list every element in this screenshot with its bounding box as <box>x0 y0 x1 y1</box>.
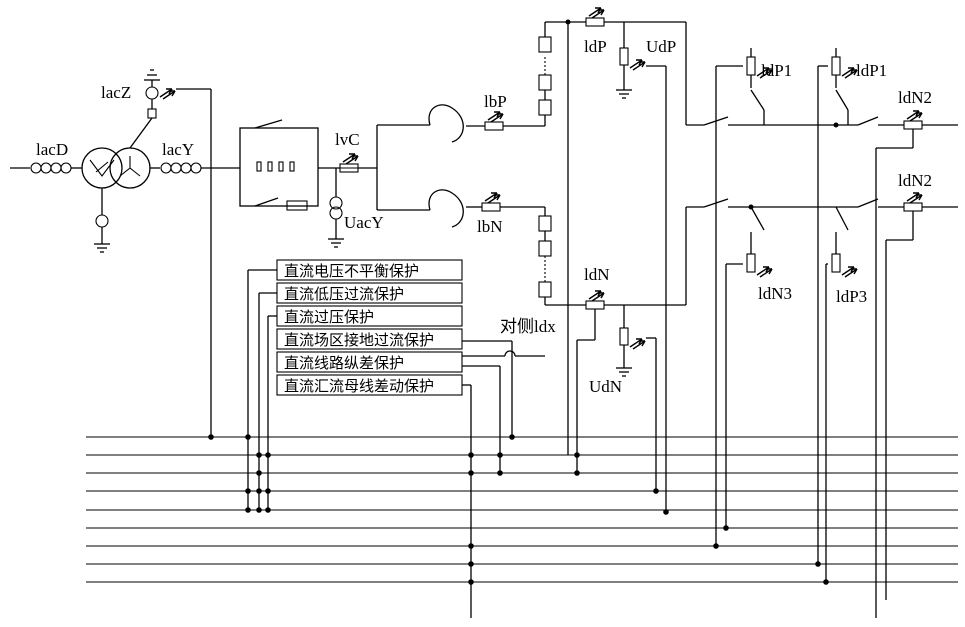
protection-label: 直流过压保护 <box>284 309 374 326</box>
label-iac-d: lacD <box>36 140 68 159</box>
label-idx: 对侧ldx <box>500 317 556 336</box>
filter-negative <box>538 207 586 306</box>
protection-label: 直流低压过流保护 <box>284 286 404 303</box>
label-idp1-left: ldP1 <box>761 61 792 80</box>
ct-iac-y <box>160 162 202 174</box>
protection-list: 直流电压不平衡保护 直流低压过流保护 直流过压保护 直流场区接地过流保护 直流线… <box>247 259 556 618</box>
label-idp: ldP <box>584 37 607 56</box>
protection-box-6: 直流汇流母线差动保护 <box>276 374 463 396</box>
protection-box-3: 直流过压保护 <box>276 305 463 327</box>
label-ibn: lbN <box>477 217 503 236</box>
ct-iac-d <box>30 162 72 174</box>
signal-buses <box>86 434 958 585</box>
converter-transformer <box>81 147 151 189</box>
dc-poles: lbP lbN <box>376 21 586 306</box>
label-idp1-right: ldP1 <box>856 61 887 80</box>
protection-label: 直流线路纵差保护 <box>284 355 404 372</box>
protection-box-2: 直流低压过流保护 <box>276 282 463 304</box>
protection-label: 直流汇流母线差动保护 <box>284 378 434 395</box>
label-idn3: ldN3 <box>758 284 792 303</box>
label-ivc: lvC <box>335 130 360 149</box>
protection-box-4: 直流场区接地过流保护 <box>276 328 463 350</box>
label-idp3: ldP3 <box>836 287 867 306</box>
label-idn2-top: ldN2 <box>898 88 932 107</box>
protection-label: 直流场区接地过流保护 <box>284 332 434 349</box>
label-iac-y: lacY <box>162 140 194 159</box>
label-uac-y: UacY <box>344 213 384 232</box>
protection-box-5: 直流线路纵差保护 <box>276 351 463 373</box>
dc-line-section: ldP UdP ldN UdN <box>565 7 958 618</box>
label-iac-z: lacZ <box>101 83 131 102</box>
protection-box-1: 直流电压不平衡保护 <box>276 259 463 281</box>
protection-label: 直流电压不平衡保护 <box>284 263 419 280</box>
label-ibp: lbP <box>484 92 507 111</box>
ac-input-section: lacD lacY lacZ <box>10 69 240 440</box>
filter-positive <box>538 21 568 126</box>
label-udn: UdN <box>589 377 622 396</box>
label-udp: UdP <box>646 37 676 56</box>
label-idn2-bottom: ldN2 <box>898 171 932 190</box>
label-idn: ldN <box>584 265 610 284</box>
converter-valve: lvC UacY <box>239 119 384 248</box>
